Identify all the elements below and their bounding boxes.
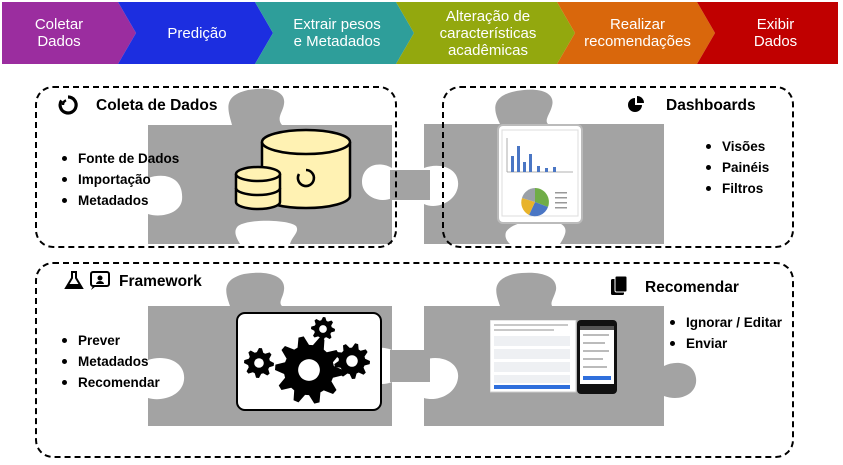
framework-title: Framework [119,273,202,290]
step-shape-3 [255,2,414,64]
step-shape-1 [2,2,136,64]
process-chevron-shapes [2,2,838,64]
puzzle-tab-top [390,170,430,200]
framework-list: Prever Metadados Recomendar [62,330,160,393]
database-icon [234,128,352,211]
dashboard-tablet-image [497,124,583,224]
coleta-title: Coleta de Dados [96,97,218,114]
list-item: Ignorar / Editar [670,312,782,333]
cycle-icon [58,95,78,115]
list-item: Filtros [706,178,769,199]
step-label: e Metadados [293,33,381,50]
recomendar-title: Recomendar [645,279,739,296]
step-predicao: Predição [118,2,268,64]
gear-left [244,348,274,378]
gears-icon [244,317,370,404]
step-label: características [439,24,537,42]
list-item: Metadados [62,351,160,372]
recommendation-screens-image [490,320,617,394]
step-label: Dados [37,33,81,50]
coleta-box [35,86,397,248]
list-item: Painéis [706,157,769,178]
step-label: Extrair pesos [293,16,381,33]
step-shape-6 [697,2,838,64]
step-shape-4 [396,2,575,64]
coleta-list: Fonte de Dados Importação Metadados [62,148,179,211]
framework-box [35,262,794,458]
step-label: recomendações [584,33,691,50]
step-label: Alteração de [445,7,531,25]
step-label: Dados [753,33,798,50]
step-shape-2 [118,2,273,64]
gear-large [275,336,343,404]
step-label: Realizar [609,16,665,33]
dashboards-list: Visões Painéis Filtros [706,136,769,199]
gear-right [334,343,370,379]
dashboards-box [442,86,794,248]
recomendar-list: Ignorar / Editar Enviar [670,312,782,354]
flask-icon [64,271,84,289]
step-label: Predição [167,24,227,42]
list-item: Metadados [62,190,179,211]
list-item: Recomendar [62,372,160,393]
step-label: Exibir [756,16,795,33]
list-item: Fonte de Dados [62,148,179,169]
gear-top [311,317,335,341]
list-item: Enviar [670,333,782,354]
list-item: Visões [706,136,769,157]
puzzle-tab-bottom [390,350,430,382]
dashboards-title: Dashboards [666,97,756,114]
step-label: Coletar [34,16,84,33]
step-shape-5 [557,2,715,64]
presentation-icon [90,271,110,290]
step-label: acadêmicas [447,41,529,59]
document-stack-icon [611,275,628,295]
list-item: Importação [62,169,179,190]
list-item: Prever [62,330,160,351]
pie-chart-icon [628,96,644,112]
